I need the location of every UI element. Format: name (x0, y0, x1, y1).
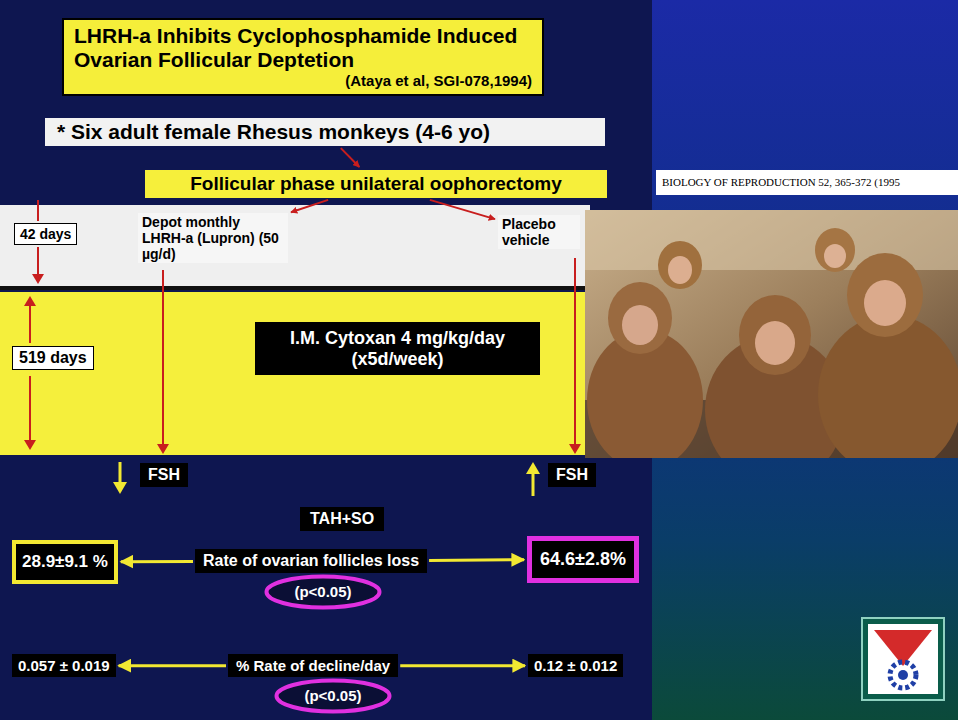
node-text: 0.057 ± 0.019 (18, 657, 110, 674)
arrow-head (157, 444, 169, 454)
timeline-line (574, 258, 576, 446)
node-text: (Ataya et al, SGI-078,1994) (74, 72, 532, 89)
node-text: 0.12 ± 0.012 (534, 657, 617, 674)
arrow-head (24, 440, 36, 450)
surgery-box: Follicular phase unilateral oophorectomy (145, 170, 607, 198)
monkey-face (622, 305, 658, 345)
fsh-arrow (532, 472, 535, 496)
monkey-head (739, 295, 811, 375)
connector-arrow (430, 200, 495, 219)
logo-v (874, 630, 932, 666)
drug-box: I.M. Cytoxan 4 mg/kg/day (x5d/week) (255, 322, 540, 375)
surgery-label: TAH+SO (300, 507, 384, 531)
node-text: FSH (148, 466, 180, 484)
node-text: (p<0.05) (304, 687, 361, 704)
node-text: 42 days (20, 226, 71, 242)
node-text: Rate of ovarian follicles loss (203, 552, 419, 570)
logo-ground (868, 624, 938, 694)
monkey-face (864, 280, 906, 326)
node-text: Follicular phase unilateral oophorectomy (153, 173, 599, 195)
node-text: 519 days (19, 349, 87, 367)
ellipse-shape (277, 681, 390, 712)
arrow-head (113, 482, 127, 494)
monkey-face (824, 244, 846, 268)
measure-box: Rate of ovarian follicles loss (195, 549, 427, 573)
result-box: 0.12 ± 0.012 (528, 654, 623, 677)
treatment-box: Placebo vehicle (498, 215, 580, 249)
result-box: 0.057 ± 0.019 (12, 654, 116, 677)
timeline-line (29, 376, 31, 442)
arrow-head (569, 444, 581, 454)
node-text: 28.9±9.1 % (22, 552, 108, 572)
node-text: BIOLOGY OF REPRODUCTION 52, 365-372 (199… (662, 176, 952, 189)
timeline-line (37, 200, 39, 221)
connector-arrow (429, 558, 524, 562)
connector-arrow (400, 664, 525, 667)
ellipse-shape (267, 577, 380, 608)
duration-label: 42 days (14, 223, 77, 245)
treatment-box: Depot monthly LHRH-a (Lupron) (50 µg/d) (138, 213, 288, 263)
title-box: LHRH-a Inhibits Cyclophosphamide Induced… (62, 18, 544, 96)
node-text: 64.6±2.8% (540, 549, 626, 570)
connector-arrow (291, 200, 328, 212)
monkey-head (815, 228, 855, 272)
duration-label: 519 days (12, 346, 94, 370)
node-text: TAH+SO (310, 510, 374, 528)
connector-arrow (119, 664, 226, 667)
p-value-ellipse: (p<0.05) (264, 574, 382, 610)
monkey-photo (585, 210, 958, 458)
node-text: Depot monthly LHRH-a (Lupron) (50 µg/d) (142, 214, 284, 262)
node-text: LHRH-a Inhibits Cyclophosphamide Induced… (74, 24, 532, 72)
node-text: Placebo vehicle (502, 216, 576, 248)
node-text: * Six adult female Rhesus monkeys (4-6 y… (57, 120, 593, 144)
citation-box: BIOLOGY OF REPRODUCTION 52, 365-372 (199… (656, 170, 958, 195)
monkey-face (755, 321, 795, 365)
arrow-head (32, 274, 44, 284)
arrow-head (24, 296, 36, 306)
monkey-head (658, 241, 702, 289)
fsh-arrow (119, 462, 122, 484)
connector-arrow (121, 560, 193, 563)
connector-arrow (341, 148, 360, 167)
p-value-ellipse: (p<0.05) (274, 678, 392, 714)
divider-line (0, 286, 590, 290)
hormone-label: FSH (548, 463, 596, 487)
measure-box: % Rate of decline/day (228, 654, 398, 677)
monkey-head (847, 253, 923, 337)
logo-hub (898, 670, 908, 680)
monkey-head (608, 282, 672, 354)
timeline-line (37, 247, 39, 276)
hormone-label: FSH (140, 463, 188, 487)
logo-gear (890, 662, 916, 688)
node-text: (p<0.05) (294, 583, 351, 600)
timeline-line (162, 270, 164, 446)
treatment-band (0, 292, 650, 455)
cohort-box: * Six adult female Rhesus monkeys (4-6 y… (45, 118, 605, 146)
result-box: 28.9±9.1 % (12, 540, 118, 584)
node-text: FSH (556, 466, 588, 484)
node-text: I.M. Cytoxan 4 mg/kg/day (x5d/week) (263, 328, 532, 369)
result-box: 64.6±2.8% (527, 536, 639, 583)
node-text: % Rate of decline/day (236, 657, 390, 674)
logo-frame (862, 618, 944, 700)
white-band (0, 205, 590, 287)
monkey-face (668, 256, 692, 284)
arrow-head (526, 462, 540, 474)
left-panel (0, 0, 652, 720)
timeline-line (29, 304, 31, 343)
